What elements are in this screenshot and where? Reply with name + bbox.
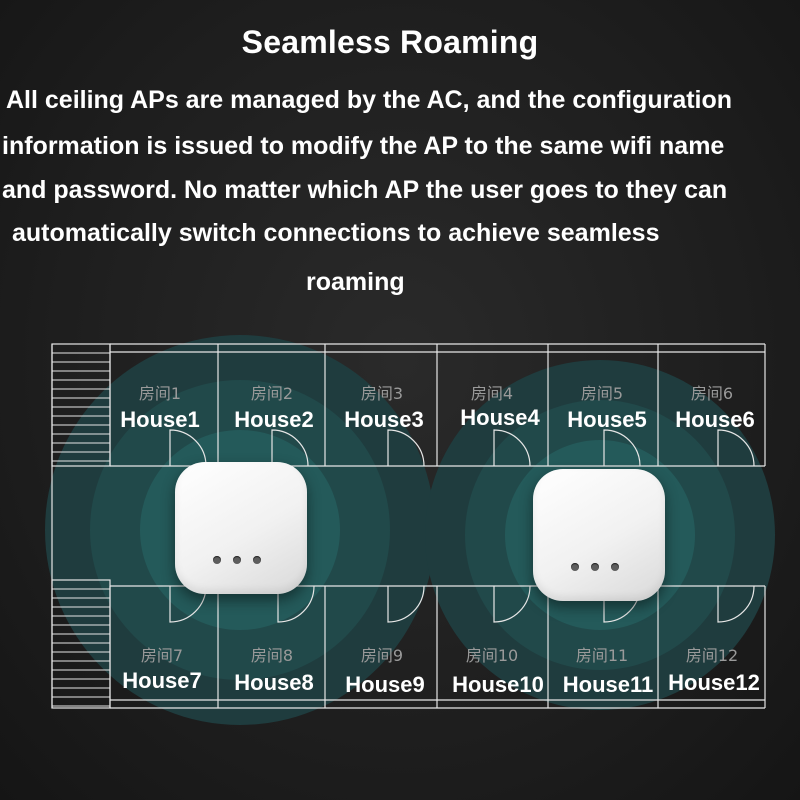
description-line-3: and password. No matter which AP the use…: [2, 176, 728, 204]
room-4-cn-label: 房间4: [471, 384, 513, 403]
room-2-label: House2: [234, 407, 313, 432]
room-12-label: House12: [668, 670, 760, 695]
room-3-cn-label: 房间3: [361, 384, 403, 403]
stair-treads-bottom: [52, 588, 110, 707]
room-6-label: House6: [675, 407, 754, 432]
room-6-cn-label: 房间6: [691, 384, 733, 403]
room-1-label: House1: [120, 407, 199, 432]
room-4-label: House4: [460, 405, 540, 430]
room-1-cn-label: 房间1: [139, 384, 181, 403]
room-5-label: House5: [567, 407, 646, 432]
room-8-label: House8: [234, 670, 313, 695]
stair-treads-top: [52, 352, 110, 462]
door-house10: [493, 585, 531, 623]
page-title: Seamless Roaming: [241, 24, 539, 60]
room-5-cn-label: 房间5: [581, 384, 623, 403]
led-indicator: [253, 556, 261, 564]
led-indicator: [611, 563, 619, 571]
room-7-cn-label: 房间7: [141, 646, 183, 665]
door-house8: [277, 585, 315, 623]
room-11-label: House11: [563, 672, 654, 697]
room-10-label: House10: [452, 672, 544, 697]
led-indicator: [213, 556, 221, 564]
led-indicator: [571, 563, 579, 571]
ceiling-ap-icon: [533, 469, 665, 601]
description-line-4: automatically switch connections to achi…: [12, 219, 660, 247]
room-3-label: House3: [344, 407, 423, 432]
description-line-5: roaming: [306, 268, 405, 296]
room-9-cn-label: 房间9: [361, 646, 403, 665]
room-10-cn-label: 房间10: [466, 646, 518, 665]
room-2-cn-label: 房间2: [251, 384, 293, 403]
ceiling-ap-icon: [175, 462, 307, 594]
room-labels: 房间1 House1 房间2 House2 房间3 House3 房间4 Hou…: [120, 384, 760, 697]
door-house9: [387, 585, 425, 623]
doors: [169, 429, 755, 623]
door-house4: [493, 429, 531, 467]
door-house2: [271, 429, 309, 467]
led-indicator: [591, 563, 599, 571]
room-7-label: House7: [122, 668, 201, 693]
door-house1: [169, 429, 207, 467]
description-line-1: All ceiling APs are managed by the AC, a…: [6, 86, 733, 114]
description-line-2: information is issued to modify the AP t…: [2, 132, 725, 160]
room-9-label: House9: [345, 672, 424, 697]
door-house6: [717, 429, 755, 467]
room-11-cn-label: 房间11: [576, 646, 628, 665]
walls: [51, 343, 766, 709]
door-house12: [717, 585, 755, 623]
door-house3: [387, 429, 425, 467]
room-8-cn-label: 房间8: [251, 646, 293, 665]
led-indicator: [233, 556, 241, 564]
door-house5: [603, 429, 641, 467]
room-12-cn-label: 房间12: [686, 646, 738, 665]
